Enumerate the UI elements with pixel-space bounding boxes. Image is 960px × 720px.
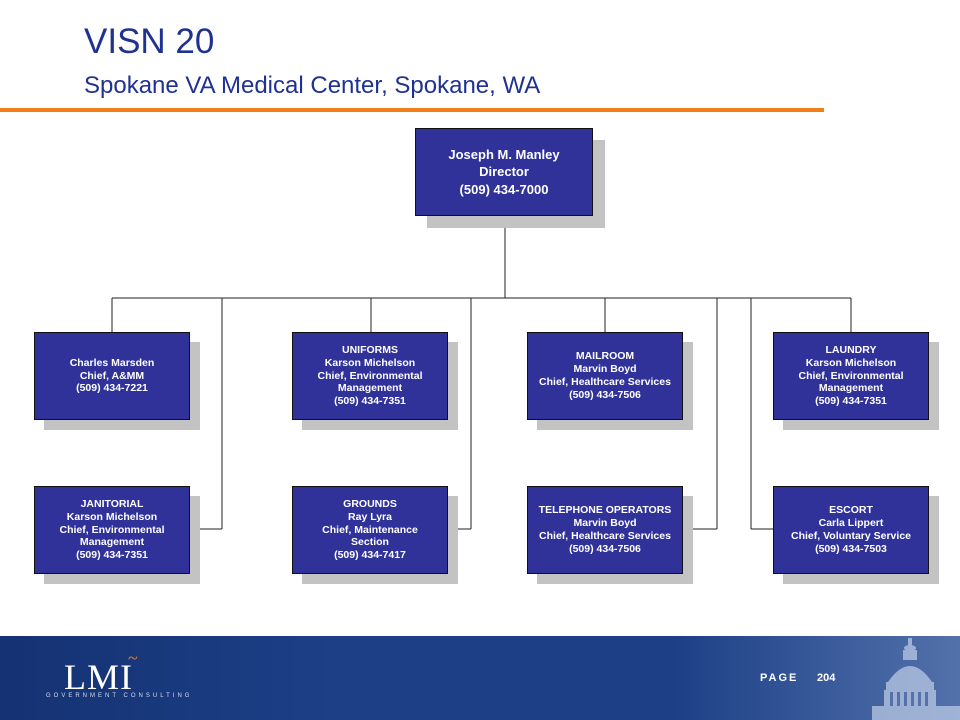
slide-subtitle: Spokane VA Medical Center, Spokane, WA bbox=[84, 72, 541, 99]
page-number: 204 bbox=[817, 672, 836, 684]
unit-line: Chief, Environmental bbox=[317, 369, 423, 382]
lmi-logo-subtext: GOVERNMENT CONSULTING bbox=[46, 693, 193, 699]
unit-line: JANITORIAL bbox=[80, 498, 144, 510]
unit-line: GROUNDS bbox=[343, 498, 397, 510]
unit-line: (509) 434-7506 bbox=[569, 542, 641, 555]
unit-line: (509) 434-7221 bbox=[76, 382, 148, 395]
unit-line: (509) 434-7506 bbox=[569, 388, 641, 401]
unit-line: Carla Lippert bbox=[818, 517, 884, 530]
unit-line: MAILROOM bbox=[575, 350, 635, 363]
director-title: Director bbox=[479, 164, 529, 180]
unit-line: Chief, Healthcare Services bbox=[539, 376, 671, 388]
unit-line: Marvin Boyd bbox=[573, 517, 637, 530]
unit-line: ESCORT bbox=[829, 504, 873, 517]
unit-line: Charles Marsden bbox=[69, 356, 155, 369]
unit-line: Marvin Boyd bbox=[573, 363, 637, 376]
footer-gradient bbox=[0, 636, 960, 720]
page-label: PAGE bbox=[760, 672, 799, 684]
unit-line: Karson Michelson bbox=[66, 510, 158, 523]
unit-line: (509) 434-7351 bbox=[815, 395, 887, 408]
unit-line: Chief, Voluntary Service bbox=[790, 530, 911, 542]
capitol-dome-icon bbox=[872, 638, 960, 720]
slide-title: VISN 20 bbox=[84, 22, 215, 61]
unit-line: Chief, A&MM bbox=[79, 369, 145, 382]
lmi-logo-accent-icon: ~ bbox=[128, 648, 138, 668]
unit-line: UNIFORMS bbox=[342, 344, 398, 356]
org-box-director: Joseph M. Manley Director (509) 434-7000 bbox=[415, 128, 605, 228]
unit-line: (509) 434-7351 bbox=[76, 549, 148, 562]
unit-line: Karson Michelson bbox=[324, 356, 416, 369]
unit-line: TELEPHONE OPERATORS bbox=[538, 504, 672, 517]
box-face: Joseph M. Manley Director (509) 434-7000 bbox=[415, 128, 593, 216]
unit-line: Chief, Healthcare Services bbox=[539, 530, 671, 542]
director-phone: (509) 434-7000 bbox=[459, 181, 549, 197]
lmi-logo: LMI bbox=[64, 657, 133, 697]
unit-line: (509) 434-7503 bbox=[815, 542, 887, 555]
unit-line: Management bbox=[337, 382, 403, 395]
unit-line: Management bbox=[818, 382, 884, 395]
director-name: Joseph M. Manley bbox=[448, 146, 560, 162]
unit-line: Karson Michelson bbox=[805, 356, 897, 369]
unit-line: (509) 434-7417 bbox=[334, 549, 406, 562]
unit-line: Chief, Environmental bbox=[59, 523, 165, 536]
unit-line: Section bbox=[351, 536, 389, 549]
unit-line: (509) 434-7351 bbox=[334, 395, 406, 408]
unit-line: Management bbox=[79, 536, 145, 549]
unit-line: Ray Lyra bbox=[348, 510, 392, 523]
unit-line: LAUNDRY bbox=[825, 344, 877, 356]
unit-line: Chief, Environmental bbox=[798, 369, 904, 382]
unit-line: Chief, Maintenance bbox=[322, 523, 418, 536]
title-divider bbox=[0, 108, 824, 112]
